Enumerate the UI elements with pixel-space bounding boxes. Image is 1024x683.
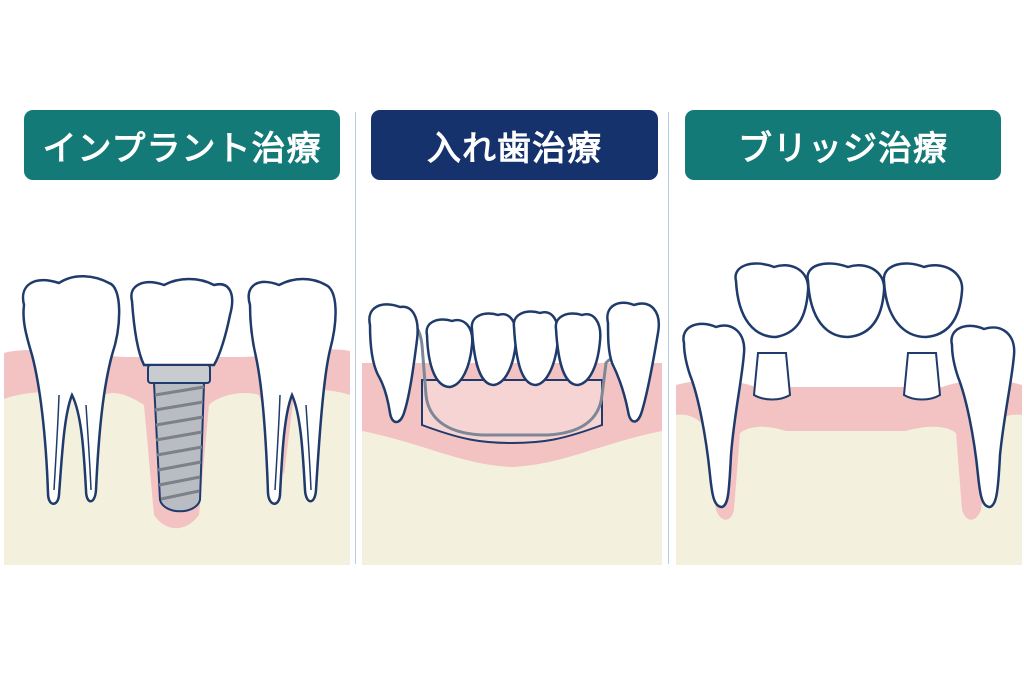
denture-tooth — [425, 318, 474, 389]
implant-crown — [130, 277, 234, 367]
denture-panel — [362, 95, 662, 565]
gum-tissue — [676, 379, 1022, 520]
natural-tooth-left — [682, 322, 746, 509]
implant-title-badge: インプラント治療 — [24, 110, 340, 180]
implant-screw — [147, 364, 211, 513]
natural-tooth-right — [950, 324, 1016, 509]
implant-illustration — [4, 275, 350, 565]
bridge-panel — [676, 95, 1022, 565]
bridge-title-badge: ブリッジ治療 — [685, 110, 1001, 180]
implant-title: インプラント治療 — [42, 128, 322, 169]
denture-wire — [399, 320, 629, 437]
bridge-crown-left — [734, 262, 810, 339]
implant-panel — [4, 95, 350, 565]
denture-base — [421, 379, 603, 445]
bridge-crown-middle — [806, 262, 886, 339]
bridge-illustration — [676, 262, 1022, 565]
denture-illustration — [362, 301, 662, 565]
panel-divider-left — [355, 112, 356, 564]
natural-tooth-right — [606, 301, 661, 423]
panel-divider-right — [668, 112, 669, 564]
denture-title-badge: 入れ歯治療 — [371, 110, 658, 180]
bridge-abutment-right — [902, 352, 942, 401]
bridge-crown-right — [882, 262, 964, 339]
bridge-abutment-left — [752, 352, 792, 401]
natural-tooth-left — [368, 303, 419, 424]
denture-title: 入れ歯治療 — [427, 128, 602, 169]
natural-tooth-left — [21, 275, 121, 505]
natural-tooth-right — [247, 277, 337, 505]
bridge-title: ブリッジ治療 — [738, 128, 948, 169]
denture-tooth — [554, 312, 602, 387]
